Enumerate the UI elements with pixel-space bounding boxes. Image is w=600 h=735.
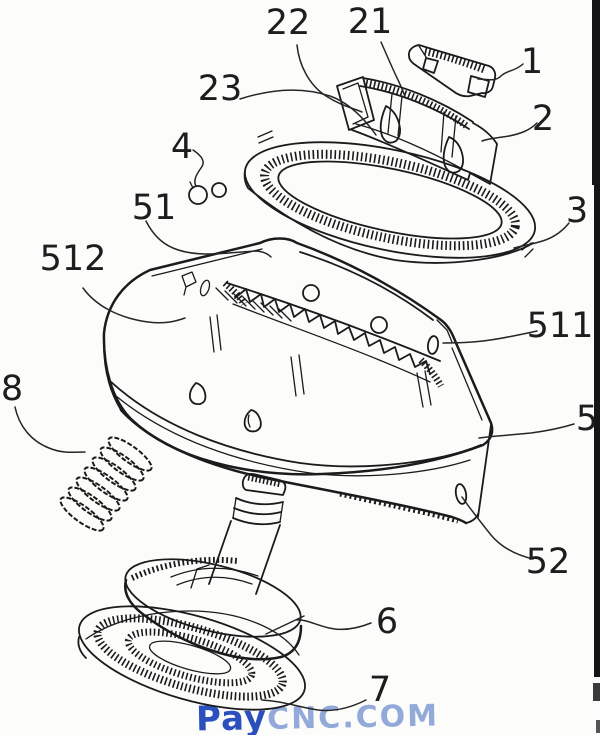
- leader-51: [145, 220, 272, 258]
- part-5-ratchet-body: [102, 237, 494, 525]
- callout-511: 511: [527, 306, 594, 346]
- leader-2: [481, 122, 538, 142]
- leader-7: [261, 699, 367, 712]
- callout-23: 23: [198, 69, 243, 109]
- part-8-spring: [59, 436, 153, 532]
- callout-5: 5: [576, 399, 598, 439]
- callout-3: 3: [566, 191, 588, 231]
- callout-labels: 22 21 1 2 23 4 3 51 512 511 8 5 52 6 7: [1, 2, 598, 710]
- part-4-balls: [188, 181, 227, 205]
- callout-52: 52: [526, 542, 571, 582]
- leader-23: [239, 89, 377, 136]
- leader-1: [477, 63, 524, 81]
- part-1-cap-segment: [407, 44, 497, 98]
- callout-512: 512: [40, 239, 107, 279]
- callout-4: 4: [171, 127, 193, 167]
- leader-512: [82, 287, 186, 324]
- callout-21: 21: [348, 2, 393, 42]
- callout-2: 2: [532, 99, 554, 139]
- leader-4: [192, 149, 204, 187]
- scan-border: [592, 0, 600, 733]
- leader-5: [478, 423, 575, 439]
- leader-52: [461, 496, 534, 560]
- callout-8: 8: [1, 369, 23, 409]
- leader-lines: [14, 41, 575, 712]
- leader-8: [14, 406, 86, 454]
- callout-51: 51: [132, 188, 177, 228]
- leader-511: [442, 330, 538, 344]
- leader-22: [296, 44, 363, 113]
- part-3-bearing-ring: [243, 130, 537, 264]
- callout-22: 22: [266, 3, 311, 43]
- part-7-washer: [77, 605, 306, 711]
- callout-7: 7: [369, 670, 391, 710]
- callout-6: 6: [376, 602, 398, 642]
- leader-6: [265, 615, 372, 635]
- leader-21: [380, 41, 406, 98]
- leader-3: [513, 222, 570, 249]
- callout-1: 1: [521, 42, 543, 82]
